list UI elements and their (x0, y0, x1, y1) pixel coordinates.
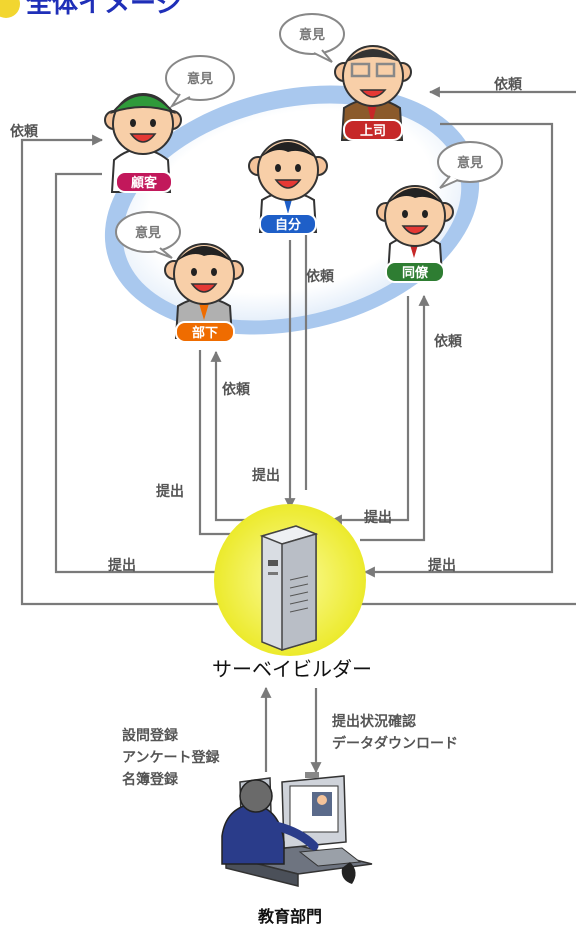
page-title: 全体イメージ (25, 0, 181, 19)
badge-self: 自分 (275, 217, 301, 233)
bubble-text-boss: 意見 (299, 27, 325, 43)
education-actions: 設問登録 アンケート登録 名簿登録 提出状況確認 データダウンロード (122, 713, 458, 788)
bubble-customer: 意見 (165, 55, 235, 109)
person-boss: 上司 (334, 45, 412, 141)
bubble-text-subordinate: 意見 (135, 225, 161, 241)
arrow-submit-boss (363, 122, 554, 578)
person-self: 自分 (248, 139, 328, 235)
server-name: サーベイビルダー (212, 657, 372, 681)
badge-boss: 上司 (360, 124, 386, 139)
bubble-colleague: 意見 (437, 141, 503, 189)
edu-action-roster: 名簿登録 (122, 771, 179, 788)
edu-action-question: 設問登録 (122, 727, 179, 744)
bubble-subordinate: 意見 (115, 211, 181, 259)
bubble-text-colleague: 意見 (457, 155, 483, 171)
education-dept-name: 教育部門 (258, 907, 322, 926)
arrow-submit-colleague (330, 296, 410, 526)
person-customer: 顧客 (104, 93, 182, 193)
label-request-self: 依頼 (306, 268, 335, 285)
edu-action-survey: アンケート登録 (122, 749, 220, 766)
edu-action-download: データダウンロード (332, 735, 458, 752)
title-area: 全体イメージ (0, 0, 181, 19)
bubble-boss: 意見 (279, 13, 345, 63)
title-bullet-icon (0, 0, 20, 18)
label-submit-colleague: 提出 (364, 509, 392, 526)
label-submit-customer: 提出 (108, 557, 136, 574)
server-icon (259, 525, 319, 652)
label-request-boss: 依頼 (494, 76, 523, 93)
label-submit-subordinate: 提出 (156, 483, 184, 500)
badge-subordinate: 部下 (192, 325, 218, 341)
bubble-text-customer: 意見 (187, 71, 213, 87)
person-subordinate: 部下 (164, 243, 244, 343)
colleague-face-icon (384, 185, 446, 247)
arrow-labels: 依頼 依頼 依頼 依頼 依頼 提出 提出 提出 提出 提出 (10, 76, 523, 574)
label-request-colleague: 依頼 (434, 333, 463, 350)
label-request-customer: 依頼 (10, 123, 39, 140)
server: サーベイビルダー (212, 504, 372, 681)
subordinate-face-icon (173, 243, 235, 305)
badge-colleague: 同僚 (402, 265, 429, 281)
arrow-submit-subordinate (198, 350, 247, 540)
person-colleague: 同僚 (376, 185, 454, 283)
badge-customer: 顧客 (131, 175, 158, 191)
edu-action-status: 提出状況確認 (332, 713, 416, 730)
label-submit-self: 提出 (252, 467, 280, 484)
arrow-request-subordinate (210, 350, 260, 522)
self-face-icon (257, 139, 319, 201)
label-request-subordinate: 依頼 (222, 381, 251, 398)
arrow-request-colleague (360, 294, 430, 542)
computer-user-icon: 教育部門 (221, 772, 373, 926)
label-submit-boss: 提出 (428, 557, 456, 574)
boss-face-icon (342, 45, 404, 107)
arrow-submit-customer (54, 172, 247, 578)
